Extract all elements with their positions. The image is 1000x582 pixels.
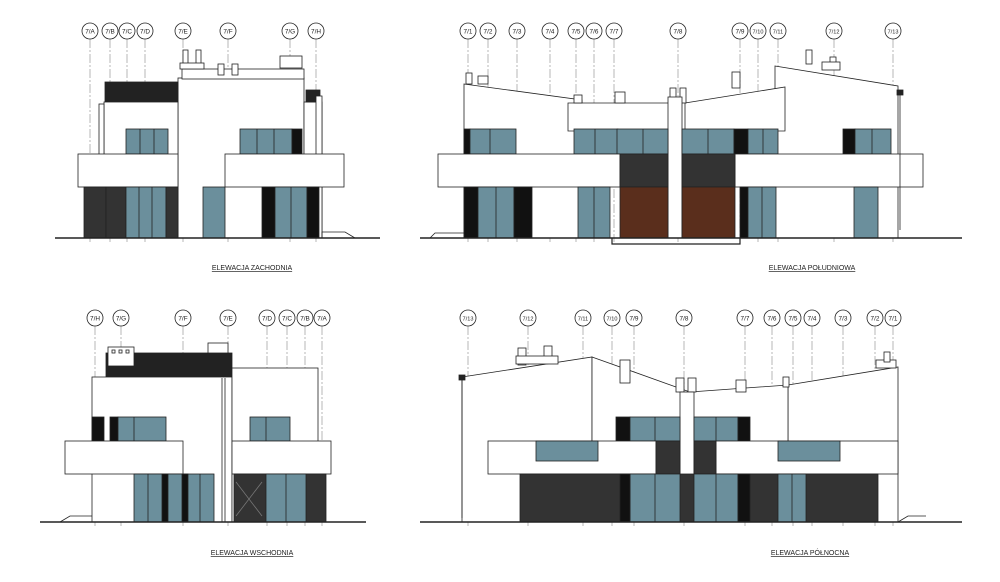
elevation-title: ELEWACJA ZACHODNIA [212, 265, 293, 272]
axis-label: 7/A [317, 316, 327, 323]
axis-bubble [884, 309, 902, 327]
axis-bubble [219, 309, 237, 327]
axis-label: 7/B [105, 29, 115, 36]
axis-bubble [174, 309, 192, 327]
axis-label: 7/E [178, 29, 188, 36]
axis-label: 7/8 [680, 316, 689, 323]
axis-bubble [296, 309, 314, 327]
axis-bubble [258, 309, 276, 327]
axis-marker: 7/7 [736, 309, 754, 526]
axis-label: 7/B [300, 316, 310, 323]
axis-bubble [459, 22, 477, 40]
elevation-title: ELEWACJA PÓŁNOCNA [771, 548, 850, 557]
axis-bubble [174, 22, 192, 40]
axis-bubble [784, 309, 802, 327]
building-drawing [420, 345, 962, 523]
axis-label: 7/4 [546, 29, 555, 36]
axis-label: 7/H [90, 316, 100, 323]
elevation-east: 7/H 7/G 7/F 7/E 7/D 7/C 7/B 7/A [40, 309, 366, 557]
axis-label: 7/H [311, 29, 321, 36]
axis-bubble [605, 22, 623, 40]
axis-bubble [625, 309, 643, 327]
axis-bubble [603, 309, 621, 327]
axis-label: 7/5 [789, 316, 798, 323]
axis-bubble [519, 309, 537, 327]
axis-bubble [866, 309, 884, 327]
axis-label: 7/8 [674, 29, 683, 36]
axis-label: 7/G [285, 29, 295, 36]
axis-label: 7/6 [590, 29, 599, 36]
axis-bubble [825, 22, 843, 40]
axis-bubble [567, 22, 585, 40]
axis-label: 7/13 [463, 317, 474, 323]
axis-label: 7/11 [773, 30, 783, 36]
axis-bubble [541, 22, 559, 40]
axis-label: 7/F [178, 316, 187, 323]
axis-bubble [219, 22, 237, 40]
axis-label: 7/9 [630, 316, 639, 323]
axis-label: 7/12 [523, 317, 534, 323]
axis-bubble [769, 22, 787, 40]
axis-bubble [669, 22, 687, 40]
axis-bubble [803, 309, 821, 327]
axis-bubble [101, 22, 119, 40]
elevation-west: 7/A 7/B 7/C 7/D 7/E 7/F 7/G 7/H [55, 22, 380, 272]
axis-label: 7/D [140, 29, 150, 36]
axis-bubble [479, 22, 497, 40]
axis-label: 7/D [262, 316, 272, 323]
axis-bubble [278, 309, 296, 327]
axis-label: 7/3 [839, 316, 848, 323]
axis-bubble [459, 309, 477, 327]
axis-bubble [736, 309, 754, 327]
elevation-title: ELEWACJA POŁUDNIOWA [769, 265, 856, 272]
axis-label: 7/2 [484, 29, 493, 36]
axis-bubble [508, 22, 526, 40]
axis-label: 7/E [223, 316, 233, 323]
axis-label: 7/11 [578, 317, 588, 323]
axis-bubble [313, 309, 331, 327]
axis-bubble [585, 22, 603, 40]
axis-bubble [731, 22, 749, 40]
axis-bubble [281, 22, 299, 40]
axis-label: 7/F [223, 29, 232, 36]
axis-bubble [81, 22, 99, 40]
axis-bubble [112, 309, 130, 327]
axis-bubble [884, 22, 902, 40]
axis-bubble [749, 22, 767, 40]
axis-bubble [307, 22, 325, 40]
axis-bubble [118, 22, 136, 40]
building-drawing [55, 49, 380, 239]
axis-bubble [834, 309, 852, 327]
axis-bubble [136, 22, 154, 40]
axis-bubble [763, 309, 781, 327]
building-drawing [40, 342, 366, 523]
axis-label: 7/C [282, 316, 292, 323]
axis-label: 7/7 [610, 29, 619, 36]
axis-label: 7/5 [572, 29, 581, 36]
elevation-title: ELEWACJA WSCHODNIA [211, 550, 294, 557]
axis-label: 7/13 [888, 30, 899, 36]
axis-label: 7/10 [753, 30, 764, 36]
axis-bubble [574, 309, 592, 327]
elevation-south: 7/1 7/2 7/3 7/4 7/5 7/6 7/7 7/8 7/9 7/10 7/11 7/12 7… [420, 22, 962, 272]
elevation-north: 7/13 7/12 7/11 7/10 7/9 7/8 7/7 7/6 7/5 7/4 7/3 7/2… [420, 309, 962, 557]
axis-label: 7/G [116, 316, 126, 323]
axis-label: 7/4 [808, 316, 817, 323]
axis-bubble [675, 309, 693, 327]
axis-bubble [86, 309, 104, 327]
axis-label: 7/A [85, 29, 95, 36]
axis-label: 7/12 [829, 30, 840, 36]
axis-label: 7/7 [741, 316, 750, 323]
axis-label: 7/9 [736, 29, 745, 36]
axis-label: 7/6 [768, 316, 777, 323]
axis-label: 7/2 [871, 316, 880, 323]
axis-label: 7/C [122, 29, 132, 36]
axis-label: 7/1 [889, 316, 898, 323]
axis-label: 7/10 [607, 317, 618, 323]
axis-label: 7/3 [513, 29, 522, 36]
building-drawing [420, 49, 962, 245]
axis-label: 7/1 [464, 29, 473, 36]
